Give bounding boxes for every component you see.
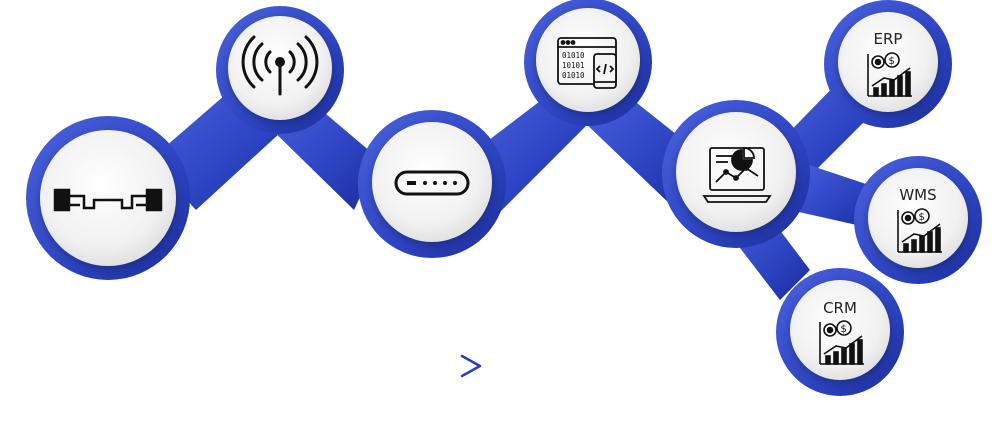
node-analytics: [662, 100, 810, 248]
connector-analytics-wms: [790, 160, 872, 228]
business-chart-icon: $: [897, 208, 942, 253]
svg-text:10101: 10101: [562, 61, 585, 70]
software-code-icon: 01010 10101 01010: [557, 37, 617, 89]
right-arrow-icon: [150, 354, 482, 378]
node-crm: CRM $: [776, 268, 904, 396]
rfid-reader-icon: [394, 170, 470, 196]
rfid-tag-icon: [53, 188, 163, 212]
svg-text:$: $: [841, 324, 847, 335]
svg-text:01010: 01010: [562, 71, 585, 80]
svg-text:$: $: [889, 56, 895, 67]
erp-label: ERP: [874, 30, 903, 48]
business-chart-icon: $: [867, 52, 912, 97]
svg-text:$: $: [919, 212, 925, 223]
business-chart-icon: $: [819, 320, 864, 365]
wms-label: WMS: [899, 186, 936, 204]
node-rfid-reader: [358, 110, 506, 258]
node-wms: WMS $: [854, 156, 982, 284]
svg-text:01010: 01010: [562, 51, 585, 60]
analytics-dashboard-icon: [702, 147, 772, 203]
antenna-icon: [241, 35, 319, 96]
node-rfid-tag: [26, 116, 190, 280]
node-erp: ERP $: [824, 0, 952, 128]
crm-label: CRM: [823, 299, 857, 317]
node-antenna: [216, 6, 344, 134]
node-middleware: 01010 10101 01010: [524, 0, 652, 126]
